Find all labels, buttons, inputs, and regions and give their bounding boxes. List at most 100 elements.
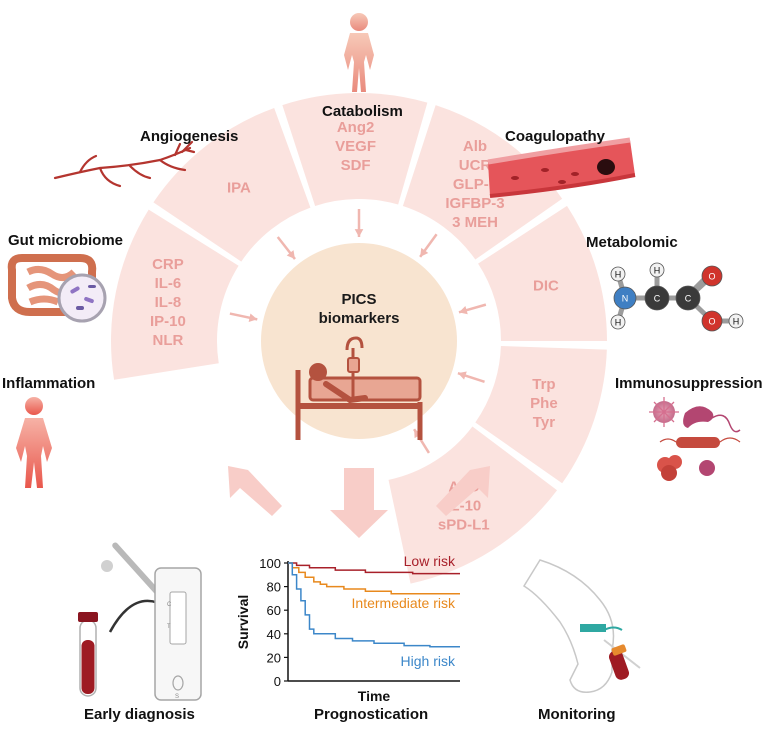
microbiome-magnifier-icon — [57, 273, 107, 323]
molecule-atom — [613, 286, 637, 310]
km-curve-low-risk — [288, 562, 460, 575]
inward-arrow-head — [354, 229, 364, 237]
molecule-atom-label: C — [685, 294, 692, 304]
y-tick-label: 60 — [267, 603, 281, 618]
marker-inflammation: IL-6 — [155, 275, 182, 292]
marker-catabolism: 3 MEH — [452, 214, 498, 231]
marker-catabolism: UCR — [459, 157, 492, 174]
cassette-sample-letter: S — [175, 694, 179, 700]
arrow-early-diagnosis — [228, 466, 282, 516]
y-axis-label: Survival — [235, 595, 251, 649]
rapid-test-cassette-icon: C T S — [154, 567, 202, 701]
hospital-bed-icon — [295, 336, 423, 440]
pathogens-icon — [649, 397, 741, 481]
marker-catabolism: IGFBP-3 — [445, 195, 504, 212]
inward-arrow-head — [286, 250, 295, 260]
segment-catabolism — [402, 105, 563, 260]
marker-gut: IPA — [227, 179, 251, 196]
molecule-atom — [610, 314, 626, 330]
km-curve-intermediate-risk — [288, 562, 460, 595]
molecule-atom — [701, 310, 723, 332]
marker-catabolism: GLP-1 — [453, 176, 497, 193]
marker-coagulopathy: DIC — [533, 278, 559, 295]
molecule-atom — [649, 262, 665, 278]
molecule-atom-label: H — [654, 266, 661, 276]
marker-inflammation: IL-8 — [155, 294, 182, 311]
inward-arrow-head — [248, 313, 258, 322]
marker-angiogenesis: SDF — [341, 157, 371, 174]
inward-arrow-head — [458, 306, 468, 315]
marker-metabolomic: Phe — [530, 395, 558, 412]
molecule-atom — [644, 285, 670, 311]
y-tick-label: 20 — [267, 650, 281, 665]
blood-vessel-branch-icon — [53, 140, 196, 188]
y-tick-label: 40 — [267, 627, 281, 642]
molecule-atom — [728, 313, 744, 329]
molecule-atom-label: O — [708, 272, 715, 282]
blood-tube-icon — [78, 612, 98, 697]
segment-immunosuppression — [388, 426, 558, 584]
marker-inflammation: CRP — [152, 256, 184, 273]
series-label: Intermediate risk — [352, 595, 456, 611]
series-label: Low risk — [404, 553, 456, 569]
arm-blood-draw-icon — [522, 559, 641, 693]
marker-angiogenesis: Ang2 — [337, 119, 375, 136]
molecule-atom-label: N — [622, 294, 629, 304]
inward-arrows — [229, 209, 487, 454]
molecule-atom — [610, 266, 626, 282]
center-title-line2: biomarkers — [319, 310, 400, 327]
label-angiogenesis: Angiogenesis — [140, 128, 239, 145]
molecule-atom-label: H — [615, 270, 622, 280]
km-curve-high-risk — [288, 562, 460, 648]
marker-inflammation: NLR — [153, 332, 184, 349]
marker-immunosuppression: sPD-L1 — [438, 517, 490, 534]
inflamed-body-icon — [16, 397, 52, 488]
segment-inflammation — [110, 209, 239, 380]
segment-angiogenesis — [282, 92, 428, 206]
y-tick-label: 100 — [259, 556, 281, 571]
molecule-atom-label: H — [615, 318, 622, 328]
center-title-line1: PICS — [341, 291, 376, 308]
segment-coagulopathy — [478, 205, 607, 341]
label-prognostication: Prognostication — [314, 706, 429, 723]
center-circle: PICS biomarkers — [261, 243, 457, 440]
segment-gut — [153, 107, 311, 262]
label-early-diagnosis: Early diagnosis — [84, 706, 195, 723]
label-immunosuppression: Immunosuppression — [615, 375, 763, 392]
label-inflammation: Inflammation — [2, 375, 96, 392]
molecule-atom — [675, 285, 701, 311]
y-tick-label: 80 — [267, 580, 281, 595]
marker-metabolomic: Tyr — [533, 414, 555, 431]
label-gut-microbiome: Gut microbiome — [8, 232, 124, 249]
blood-vessel-clot-icon — [487, 137, 636, 198]
inward-arrow-head — [420, 247, 429, 257]
x-axis-label: Time — [358, 688, 391, 704]
y-tick-label: 0 — [274, 674, 281, 689]
label-coagulopathy: Coagulopathy — [505, 128, 605, 145]
molecule-atom-label: O — [708, 317, 715, 327]
marker-inflammation: IP-10 — [150, 313, 186, 330]
label-catabolism: Catabolism — [322, 103, 403, 120]
label-monitoring: Monitoring — [538, 706, 616, 723]
amino-acid-molecule-icon: H N H C H C O O H — [610, 262, 744, 332]
cassette-control-letter: C — [167, 602, 172, 608]
arrow-monitoring — [436, 466, 490, 516]
marker-metabolomic: Trp — [532, 376, 555, 393]
molecule-atom — [701, 265, 723, 287]
molecule-atom-label: C — [654, 294, 661, 304]
molecule-atom-label: H — [733, 317, 740, 327]
label-metabolomic: Metabolomic — [586, 234, 678, 251]
outcome-arrows — [228, 466, 490, 538]
inward-arrow-head — [457, 371, 467, 380]
arrow-prognostication — [330, 468, 388, 538]
cassette-test-letter: T — [167, 624, 171, 630]
marker-catabolism: Alb — [463, 138, 487, 155]
human-body-icon — [344, 13, 374, 92]
series-label: High risk — [401, 653, 456, 669]
segment-metabolomic — [475, 345, 607, 484]
marker-angiogenesis: VEGF — [335, 138, 376, 155]
